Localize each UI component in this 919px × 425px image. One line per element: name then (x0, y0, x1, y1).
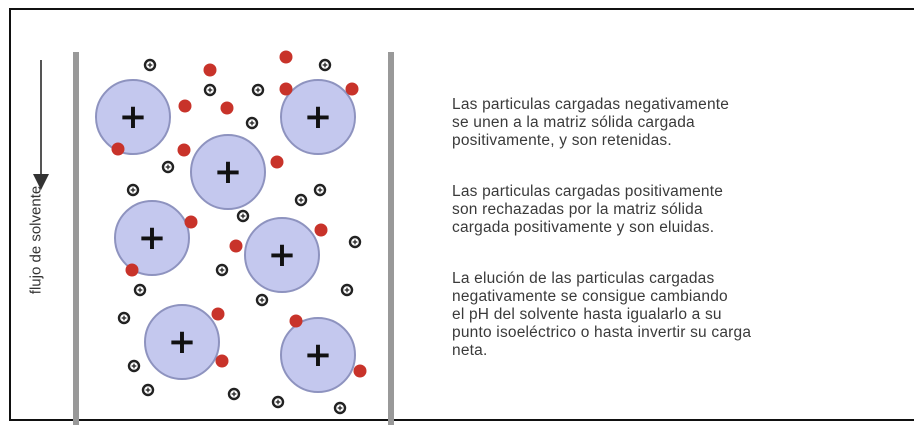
positive-particle (255, 293, 269, 307)
negative-particle (279, 50, 293, 64)
text-line: se unen a la matriz sólida cargada (452, 114, 695, 131)
positive-particle (236, 209, 250, 223)
text-line: cargada positivamente y son eluidas. (452, 219, 715, 236)
negative-particle (353, 364, 367, 378)
column-wall-right (388, 52, 394, 425)
positive-particle (271, 395, 285, 409)
matrix-bead: + (114, 200, 190, 276)
text-line: el pH del solvente hasta igualarlo a su (452, 306, 722, 323)
positive-particle (245, 116, 259, 130)
paragraph-elution-method: La elución de las particulas cargadas ne… (452, 270, 919, 360)
bead-charge-symbol: + (268, 235, 297, 275)
bead-charge-symbol: + (304, 335, 333, 375)
paragraph-eluted: Las particulas cargadas positivamente so… (452, 183, 919, 237)
positive-particle (318, 58, 332, 72)
negative-particle (211, 307, 225, 321)
paragraph-retained: Las particulas cargadas negativamente se… (452, 96, 919, 150)
negative-particle (184, 215, 198, 229)
positive-particle (161, 160, 175, 174)
negative-particle (215, 354, 229, 368)
positive-particle (348, 235, 362, 249)
matrix-bead: + (280, 79, 356, 155)
positive-particle (251, 83, 265, 97)
positive-particle (333, 401, 347, 415)
positive-particle (340, 283, 354, 297)
negative-particle (314, 223, 328, 237)
text-line: son rechazadas por la matriz sólida (452, 201, 703, 218)
negative-particle (279, 82, 293, 96)
positive-particle (117, 311, 131, 325)
positive-particle (127, 359, 141, 373)
matrix-bead: + (95, 79, 171, 155)
positive-particle (313, 183, 327, 197)
particles (111, 50, 367, 415)
bead-charge-symbol: + (168, 322, 197, 362)
negative-particle (345, 82, 359, 96)
positive-particle (215, 263, 229, 277)
positive-particle (133, 283, 147, 297)
text-line: positivamente, y son retenidas. (452, 132, 672, 149)
text-line: La elución de las particulas cargadas (452, 270, 715, 287)
positive-particle (294, 193, 308, 207)
text-line: Las particulas cargadas negativamente (452, 96, 730, 113)
positive-particle (227, 387, 241, 401)
negative-particle (178, 99, 192, 113)
negative-particle (289, 314, 303, 328)
negative-particle (177, 143, 191, 157)
matrix-bead: + (144, 304, 220, 380)
column-wall-left (73, 52, 79, 425)
negative-particle (220, 101, 234, 115)
bead-charge-symbol: + (119, 97, 148, 137)
positive-particle (126, 183, 140, 197)
bead-charge-symbol: + (214, 152, 243, 192)
positive-particle (141, 383, 155, 397)
bead-charge-symbol: + (304, 97, 333, 137)
negative-particle (125, 263, 139, 277)
matrix-bead: + (244, 217, 320, 293)
matrix-beads: + + + + + + + (95, 79, 356, 393)
positive-particle (143, 58, 157, 72)
matrix-bead: + (190, 134, 266, 210)
negative-particle (203, 63, 217, 77)
text-line: neta. (452, 342, 488, 359)
negative-particle (270, 155, 284, 169)
bead-charge-symbol: + (138, 218, 167, 258)
matrix-bead: + (280, 317, 356, 393)
negative-particle (111, 142, 125, 156)
text-line: Las particulas cargadas positivamente (452, 183, 724, 200)
text-line: negativamente se consigue cambiando (452, 288, 728, 305)
flow-label: flujo de solvente (27, 185, 45, 295)
text-line: punto isoeléctrico o hasta invertir su c… (452, 324, 752, 341)
negative-particle (229, 239, 243, 253)
positive-particle (203, 83, 217, 97)
